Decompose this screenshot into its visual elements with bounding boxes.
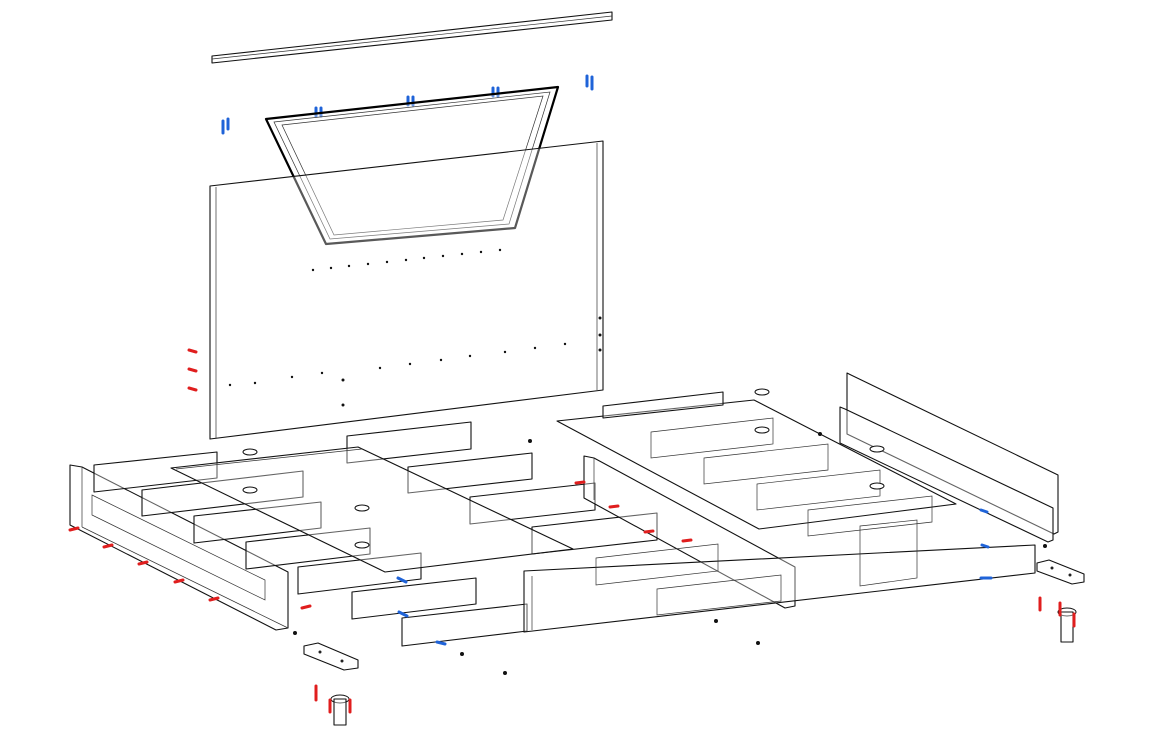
right-side-rail — [839, 372, 1059, 543]
slat-support-left — [170, 446, 574, 573]
slat-boards — [93, 421, 658, 647]
dowel-group-left-rail — [68, 526, 220, 602]
headboard-trapezoid-panel — [264, 85, 560, 246]
top-rail — [211, 11, 613, 64]
foot-rail — [523, 519, 1036, 633]
leg-left — [314, 684, 352, 726]
leg-bracket-right — [1036, 559, 1085, 585]
left-side-rail — [69, 464, 289, 631]
headboard-back-panel — [209, 140, 604, 440]
dowel-group-left — [187, 348, 198, 392]
bolt-group-center — [396, 508, 993, 646]
leg-bracket-left — [303, 642, 359, 671]
cam-fittings — [242, 388, 885, 549]
misc-hardware — [293, 432, 1047, 675]
leg-right — [1038, 596, 1077, 643]
headboard-holes — [228, 248, 602, 407]
center-beam — [583, 455, 796, 609]
slat-support-right — [556, 391, 957, 537]
dowel-group-center — [300, 480, 693, 610]
